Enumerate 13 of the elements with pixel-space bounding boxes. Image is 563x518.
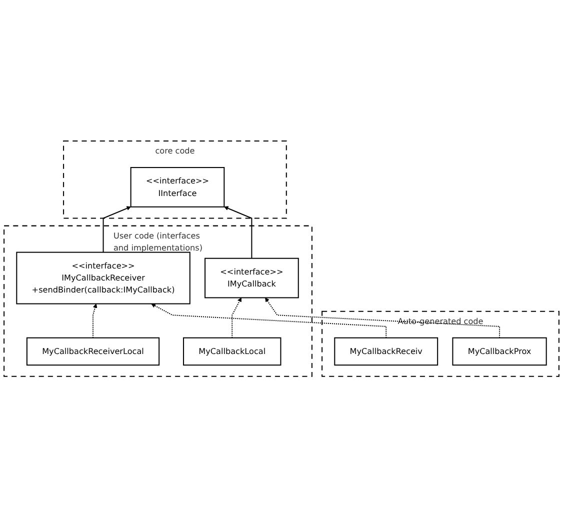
arrow	[151, 304, 387, 338]
node-box: MyCallbackReceiverLocal	[26, 338, 160, 366]
arrow	[265, 298, 500, 338]
node-box: MyCallbackLocal	[183, 338, 282, 366]
arrow	[224, 206, 252, 259]
arrow	[92, 304, 98, 338]
node-box: <<interface>> IMyCallback	[204, 258, 299, 298]
node-box: MyCallbackProx	[452, 338, 547, 366]
node-box: <<interface>> IMyCallbackReceiver +sendBinder(callback:IMyCallback)	[16, 252, 190, 305]
arrow	[232, 298, 242, 338]
arrow	[102, 206, 132, 253]
node-box: <<interface>> IInterface	[130, 167, 225, 208]
node-box: MyCallbackReceiv	[334, 338, 438, 366]
